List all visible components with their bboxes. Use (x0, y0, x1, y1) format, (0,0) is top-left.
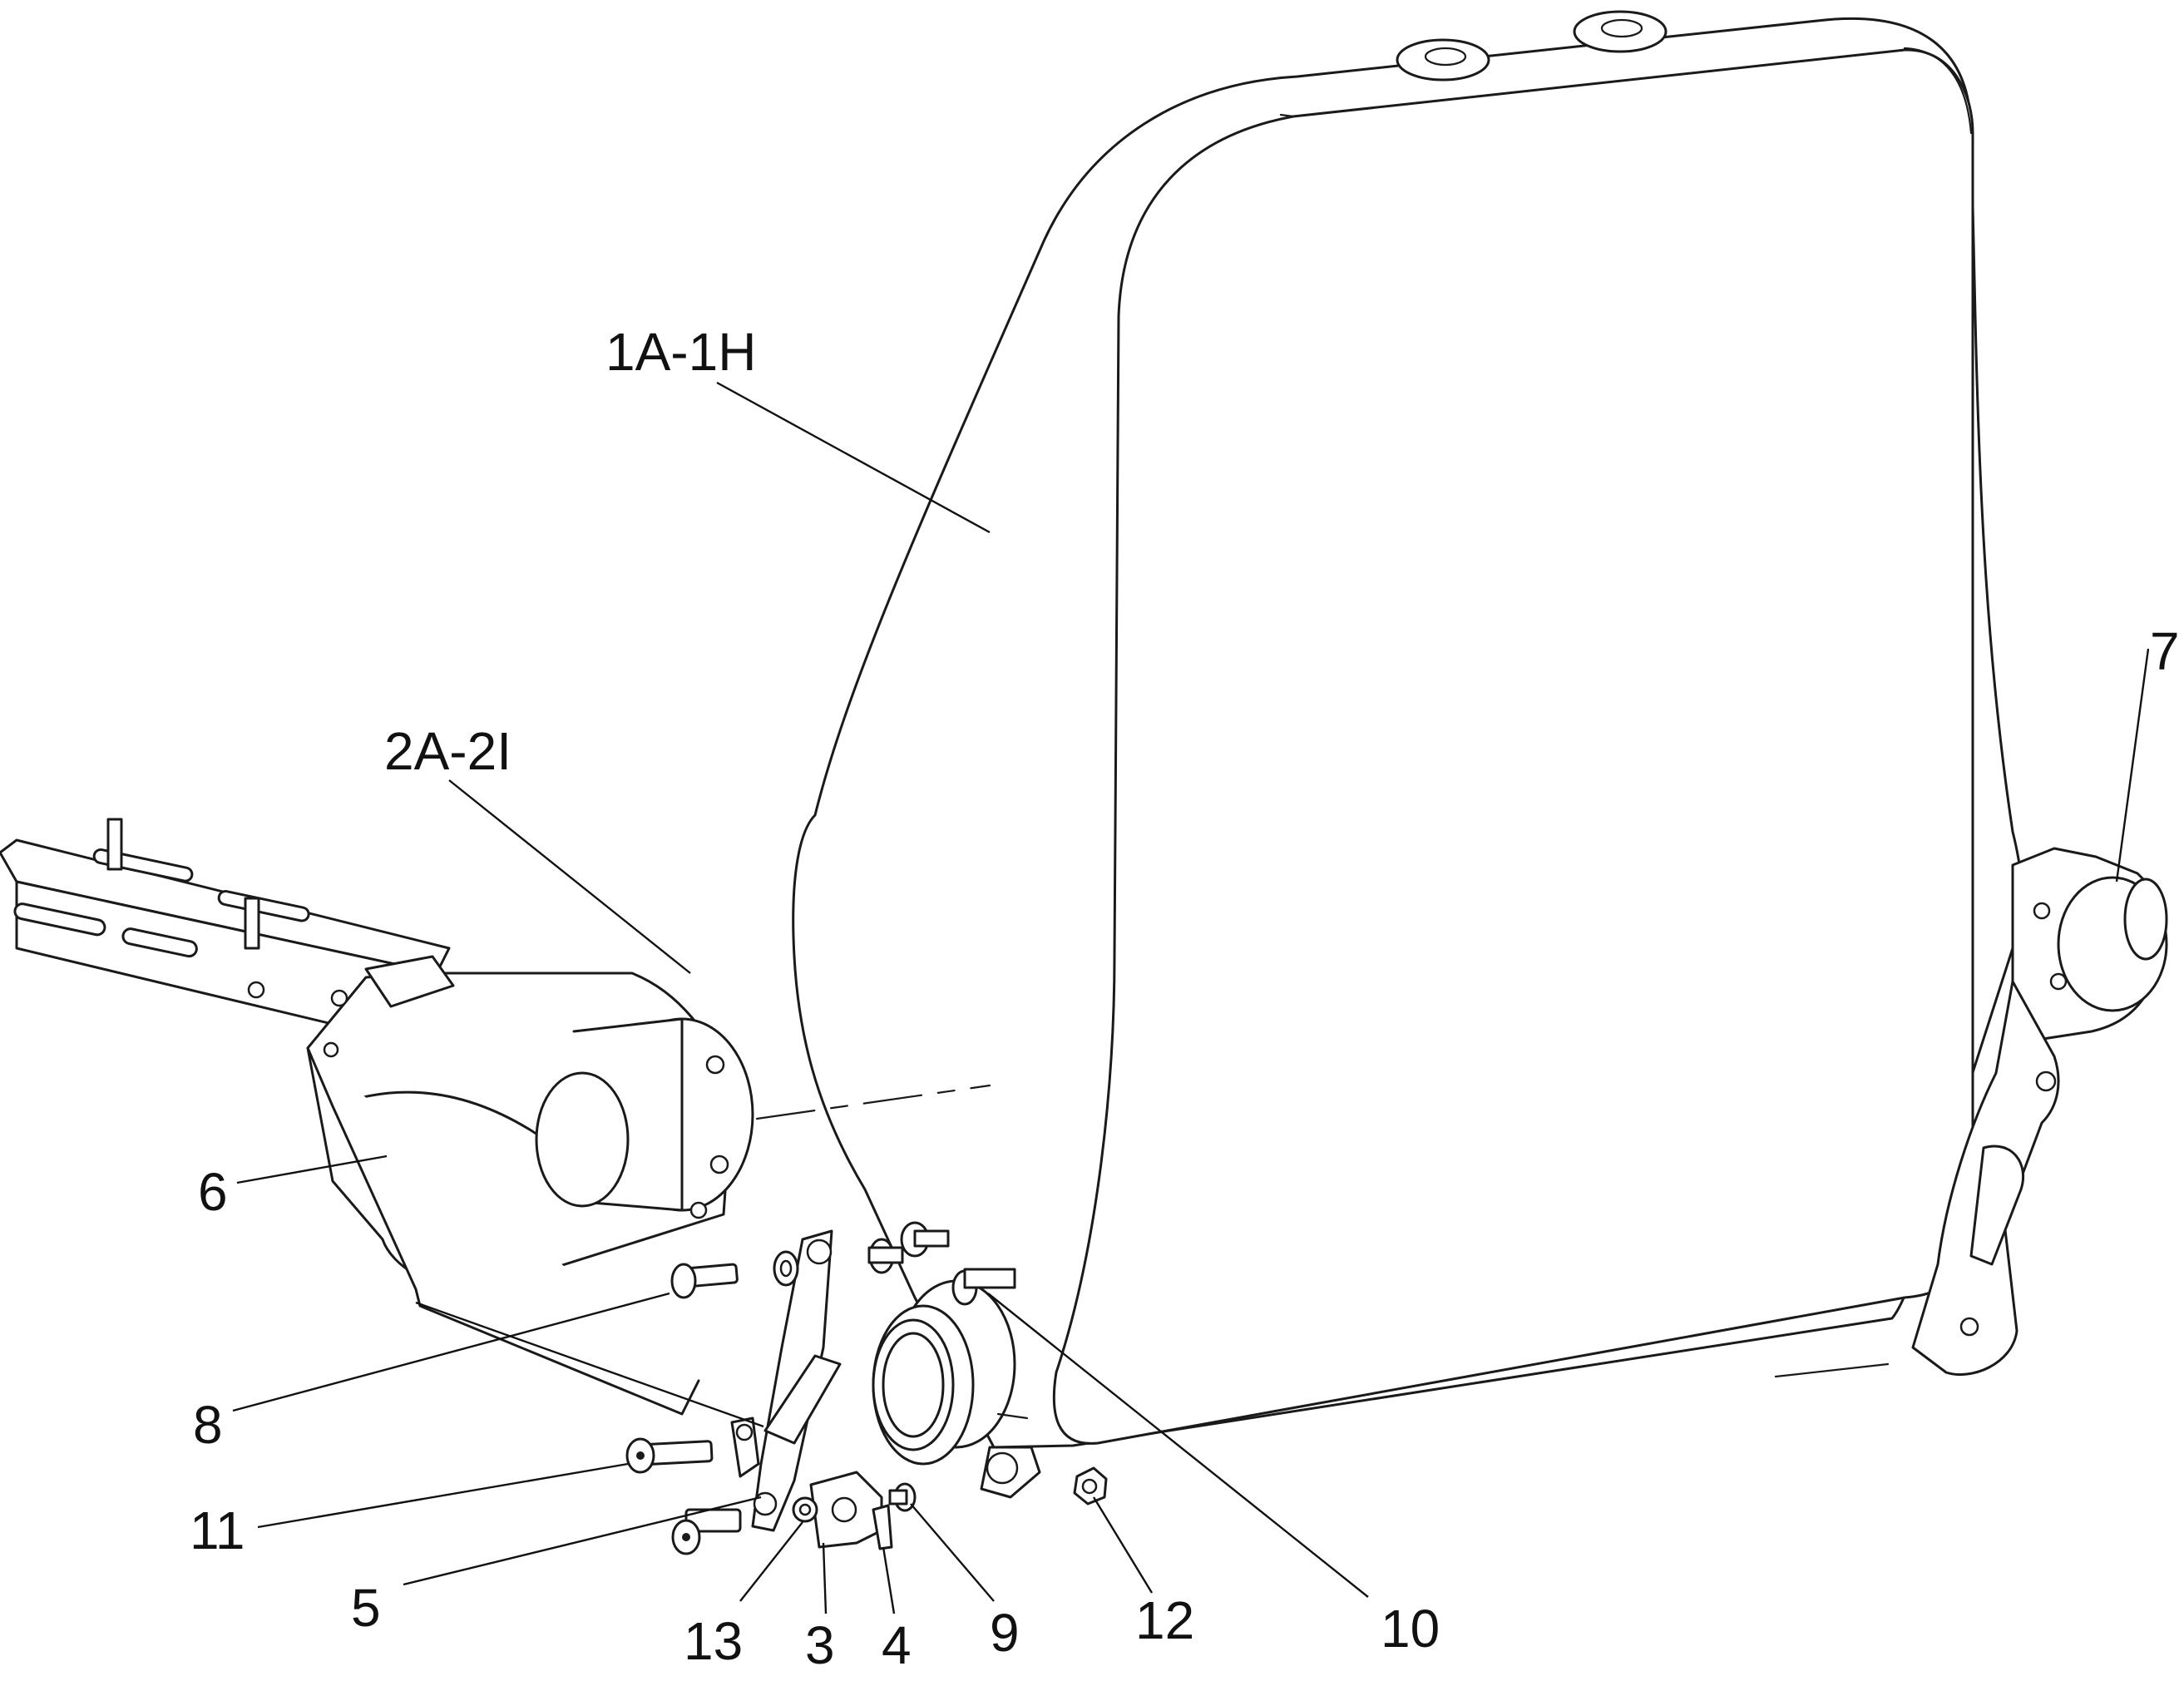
label-6: 6 (198, 1162, 228, 1222)
leader-3 (822, 1542, 828, 1614)
leader-8 (232, 1292, 670, 1412)
label-10: 10 (1381, 1599, 1440, 1659)
label-12: 12 (1135, 1590, 1194, 1650)
label-3: 3 (805, 1615, 835, 1675)
label-11: 11 (190, 1501, 245, 1560)
label-13: 13 (684, 1611, 743, 1671)
leader-4 (882, 1546, 896, 1614)
label-2a-2i: 2A-2I (384, 721, 511, 781)
left-mount-assembly (0, 818, 754, 1416)
label-1a-1h: 1A-1H (605, 322, 756, 382)
part-3-plate (792, 1471, 883, 1549)
part-11-bolt (625, 1437, 714, 1474)
leader-13 (739, 1521, 803, 1602)
label-8: 8 (193, 1395, 223, 1455)
leader-1a-1h (716, 381, 991, 534)
leader-2a-2i (448, 779, 691, 974)
label-7: 7 (2150, 621, 2180, 681)
leader-7 (2115, 648, 2150, 883)
adjustment-knob (872, 1279, 1041, 1499)
part-10-pin (951, 1268, 1016, 1306)
right-mount-assembly (1911, 847, 2168, 1377)
leader-12 (1092, 1496, 1154, 1594)
leader-11 (257, 1462, 629, 1529)
top-clip-right (1573, 10, 1668, 53)
leader-lines (232, 381, 2150, 1614)
top-clip-left (1396, 38, 1490, 82)
label-5: 5 (351, 1578, 381, 1638)
lower-screw (671, 1508, 742, 1555)
leader-dash-left (415, 1301, 764, 1428)
part-5-lever (730, 1229, 842, 1532)
label-4: 4 (882, 1615, 912, 1675)
label-9: 9 (990, 1603, 1020, 1663)
leader-5 (403, 1496, 762, 1586)
part-12-nut (1073, 1466, 1108, 1506)
washer-parts (773, 1221, 950, 1287)
part-4-and-9 (872, 1482, 917, 1550)
leader-9 (910, 1503, 995, 1602)
part-8-screw (670, 1263, 739, 1299)
leader-6 (236, 1154, 388, 1184)
leader-10 (987, 1293, 1369, 1598)
backrest-shell (792, 10, 2023, 1449)
